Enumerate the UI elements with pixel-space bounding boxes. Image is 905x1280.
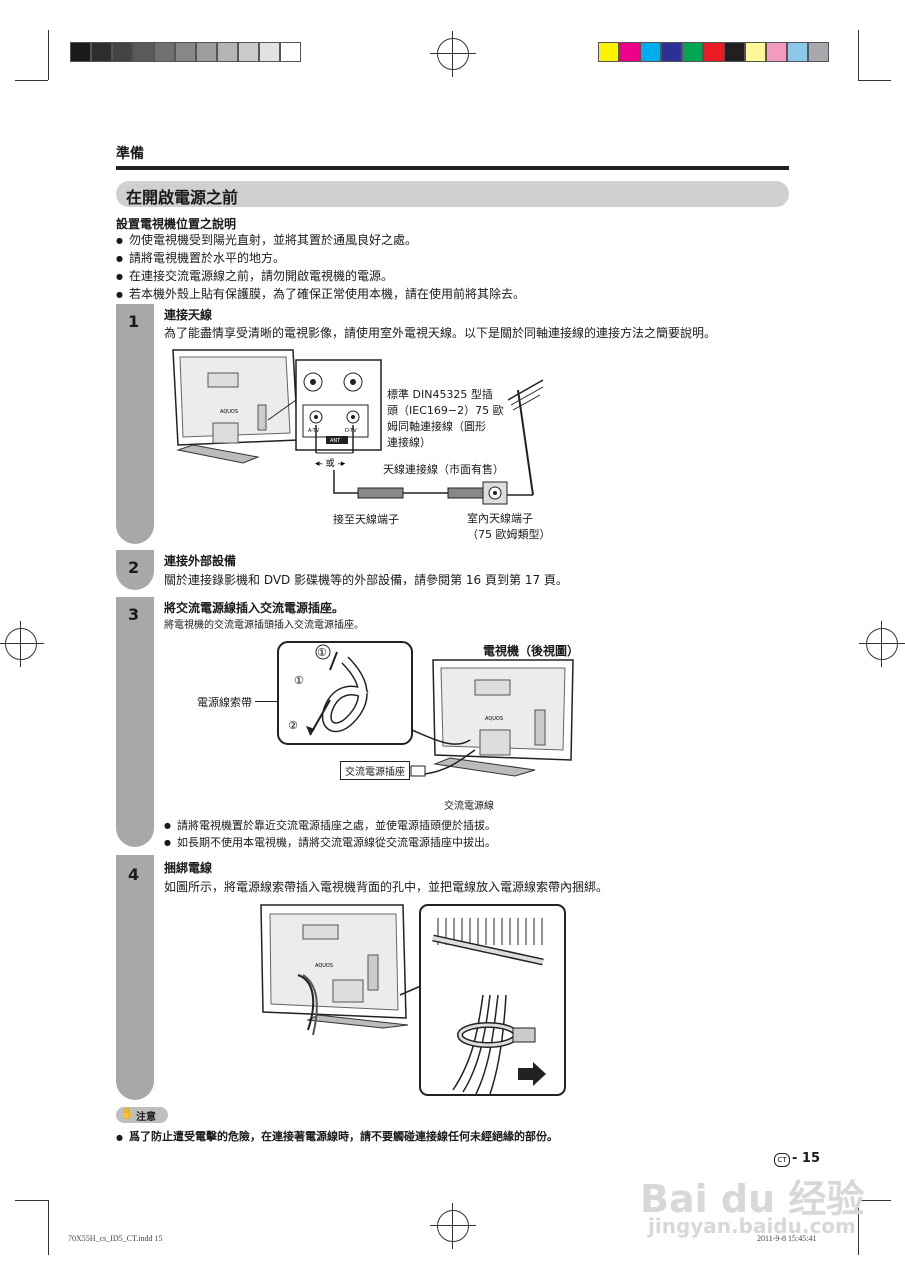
- caution-label: 注意: [136, 1112, 156, 1123]
- step-circle-1: ①: [317, 646, 327, 659]
- tv-brand-label-4: AQUOS: [315, 963, 333, 969]
- tv-rear-caption: 電視機（後視圖）: [483, 644, 580, 658]
- to-terminal-caption: 接至天線端子: [333, 513, 399, 526]
- registration-mark-top: [430, 31, 476, 77]
- color-swatch: [196, 42, 217, 62]
- color-swatch: [808, 42, 829, 62]
- page-title: 在開啟電源之前: [126, 188, 239, 207]
- port-d-tv: D-TV: [345, 428, 357, 434]
- color-swatch: [217, 42, 238, 62]
- color-swatch: [91, 42, 112, 62]
- step-3-text: 將電視機的交流電源插頭插入交流電源插座。: [164, 620, 364, 631]
- caution-text: ● 爲了防止遭受電擊的危險，在連接著電源線時，請不要觸碰連接線任何未經絕緣的部份。: [116, 1128, 558, 1144]
- watermark-url: jingyan.baidu.com: [648, 1214, 856, 1238]
- watermark-logo: Bai du 经验: [640, 1177, 865, 1221]
- color-swatch: [766, 42, 787, 62]
- step-circle-2: ②: [288, 719, 298, 732]
- color-swatch: [70, 42, 91, 62]
- color-swatch: [682, 42, 703, 62]
- step-2-title: 連接外部設備: [164, 554, 237, 568]
- indoor-terminal-line: （75 歐姆類型）: [467, 528, 551, 541]
- caution-text-content: 爲了防止遭受電擊的危險，在連接著電源線時，請不要觸碰連接線任何未經絕緣的部份。: [128, 1130, 558, 1143]
- registration-mark-right: [859, 621, 905, 667]
- step-4-title: 捆綁電線: [164, 861, 213, 875]
- color-swatch: [787, 42, 808, 62]
- color-swatch: [280, 42, 301, 62]
- power-cord-diagram: ① ① ② AQUOS: [277, 641, 574, 777]
- step-3-title: 將交流電源線插入交流電源插座。: [164, 601, 345, 615]
- list-item: 請將電視機置於靠近交流電源插座之處，並使電源插頭便於插拔。: [164, 818, 496, 835]
- header-rule: [116, 166, 789, 170]
- step-2-number: 2: [128, 558, 140, 577]
- color-swatch: [238, 42, 259, 62]
- section-header: 準備: [116, 146, 144, 162]
- tv-brand-label: AQUOS: [220, 409, 238, 415]
- registration-mark-bottom: [430, 1203, 476, 1249]
- step-3-notes: 請將電視機置於靠近交流電源插座之處，並使電源插頭便於插拔。 如長期不使用本電視機…: [164, 818, 496, 852]
- step-4-text: 如圖所示，將電源線索帶插入電視機背面的孔中，並把電線放入電源線索帶內捆綁。: [164, 880, 609, 894]
- port-a-tv: A-TV: [308, 428, 320, 434]
- cable-tie-caption: 電源線索帶: [197, 696, 252, 709]
- step-2-bar: [116, 550, 154, 590]
- color-swatch: [154, 42, 175, 62]
- color-swatch: [619, 42, 640, 62]
- list-item: 如長期不使用本電視機，請將交流電源線從交流電源插座中拔出。: [164, 835, 496, 852]
- step-circle-1b: ①: [294, 674, 304, 687]
- color-swatch: [661, 42, 682, 62]
- color-swatch: [724, 42, 745, 62]
- cable-spec-line: 頭（IEC169−2）75 歐: [387, 404, 504, 417]
- color-swatch: [175, 42, 196, 62]
- cable-spec-caption: 標準 DIN45325 型插 頭（IEC169−2）75 歐 姆同軸連接線（圓形…: [387, 387, 504, 451]
- step-3-number: 3: [128, 605, 140, 624]
- bullet-icon: ●: [116, 1133, 123, 1142]
- list-item: 請將電視機置於水平的地方。: [116, 250, 525, 268]
- page-title-bar: 在開啟電源之前: [116, 181, 789, 207]
- port-ant: ANT: [330, 438, 341, 444]
- antenna-cable-caption: 天線連接線（市面有售）: [383, 463, 504, 476]
- color-swatch: [598, 42, 619, 62]
- cable-spec-line: 姆同軸連接線（圓形: [387, 420, 486, 433]
- indoor-terminal-caption: 室內天線端子 （75 歐姆類型）: [467, 511, 551, 543]
- step-4-number: 4: [128, 865, 140, 884]
- step-1-title: 連接天線: [164, 308, 213, 322]
- file-slug: 70X55H_cs_ID5_CT.indd 15: [68, 1234, 163, 1243]
- antenna-connection-diagram: AQUOS A-TV D-TV ANT ◂- 或 -▸: [172, 349, 544, 505]
- tv-brand-label-3: AQUOS: [485, 716, 503, 722]
- hand-icon: ✋: [120, 1107, 134, 1120]
- cable-spec-line: 連接線）: [387, 436, 431, 449]
- cable-bundling-diagram: AQUOS: [260, 904, 566, 1096]
- list-item: 勿使電視機受到陽光直射，並將其置於通風良好之處。: [116, 232, 525, 250]
- language-badge: CT: [774, 1153, 790, 1167]
- step-2-text: 關於連接錄影機和 DVD 影碟機等的外部設備，請參閱第 16 頁到第 17 頁。: [164, 573, 568, 587]
- step-3-bar: [116, 597, 154, 847]
- color-swatch: [640, 42, 661, 62]
- color-swatch: [112, 42, 133, 62]
- placement-list: 勿使電視機受到陽光直射，並將其置於通風良好之處。 請將電視機置於水平的地方。 在…: [116, 232, 525, 304]
- cable-tie-leader: [255, 701, 277, 702]
- color-swatch: [703, 42, 724, 62]
- registration-mark-left: [0, 621, 44, 667]
- caution-badge: ✋ 注意: [116, 1107, 168, 1123]
- step-4-bar: [116, 855, 154, 1100]
- step-1-number: 1: [128, 312, 140, 331]
- color-swatch: [745, 42, 766, 62]
- ac-cord-caption: 交流電源線: [444, 801, 494, 812]
- step-1-bar: [116, 304, 154, 544]
- color-swatch: [259, 42, 280, 62]
- cable-spec-line: 標準 DIN45325 型插: [387, 388, 493, 401]
- indoor-terminal-line: 室內天線端子: [467, 512, 533, 525]
- list-item: 若本機外殼上貼有保護膜，為了確保正常使用本機，請在使用前將其除去。: [116, 286, 525, 304]
- color-swatch: [133, 42, 154, 62]
- outlet-caption: 交流電源插座: [340, 761, 410, 780]
- page-number: - 15: [792, 1151, 821, 1166]
- step-1-text: 為了能盡情享受清晰的電視影像，請使用室外電視天線。以下是關於同軸連接線的連接方法…: [164, 326, 717, 340]
- date-slug: 2011-9-8 15:45:41: [757, 1234, 817, 1243]
- or-label: ◂- 或 -▸: [315, 457, 346, 469]
- list-item: 在連接交流電源線之前，請勿開啟電視機的電源。: [116, 268, 525, 286]
- placement-heading: 設置電視機位置之說明: [116, 217, 237, 231]
